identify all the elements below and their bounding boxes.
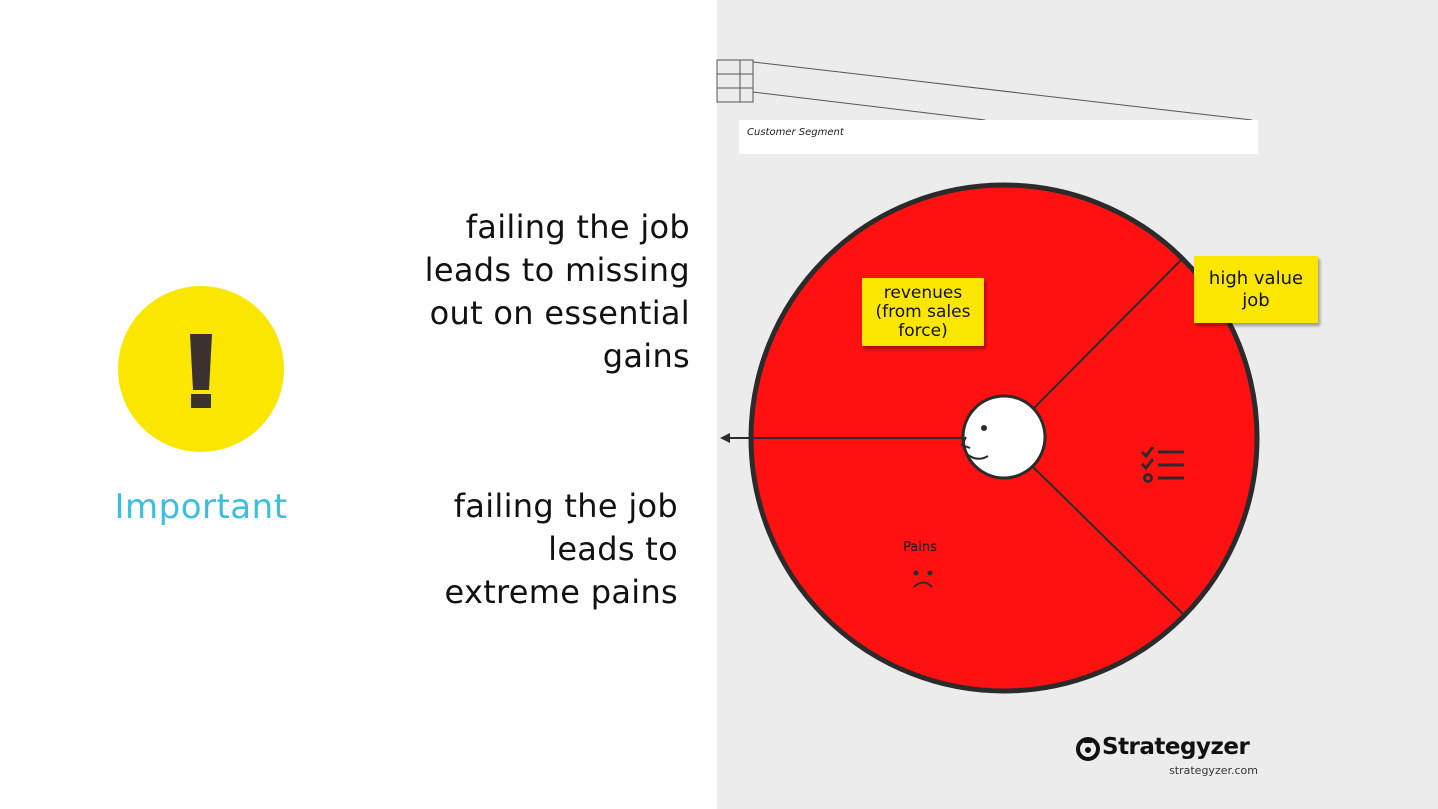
pains-claim-text: failing the job leads to extreme pains: [444, 487, 678, 611]
arrow-left-icon: [720, 433, 752, 443]
important-badge: [118, 286, 284, 452]
brand-url: strategyzer.com: [1169, 764, 1258, 777]
jobs-sticky-note: high value job: [1194, 256, 1318, 323]
exclamation-icon: [190, 334, 212, 408]
canvas-connector-lines: [716, 59, 1253, 121]
important-label: Important: [114, 487, 288, 527]
customer-segment-box: Customer Segment: [739, 120, 1258, 154]
section-dividers: [752, 257, 1184, 615]
brand-name: Strategyzer: [1102, 734, 1250, 760]
strategyzer-logo: Strategyzer strategyzer.com: [1076, 732, 1260, 782]
face-icon: [960, 394, 1047, 480]
strategyzer-logo-icon: [1076, 737, 1100, 761]
sad-face-icon: [913, 570, 933, 588]
gains-claim-text: failing the job leads to missing out on …: [424, 208, 690, 375]
left-panel: [0, 0, 717, 809]
customer-segment-label: Customer Segment: [747, 127, 844, 138]
checklist-icon: [1140, 446, 1184, 483]
pains-section-label: Pains: [903, 540, 937, 555]
gains-sticky-note: revenues (from sales force): [862, 278, 984, 346]
